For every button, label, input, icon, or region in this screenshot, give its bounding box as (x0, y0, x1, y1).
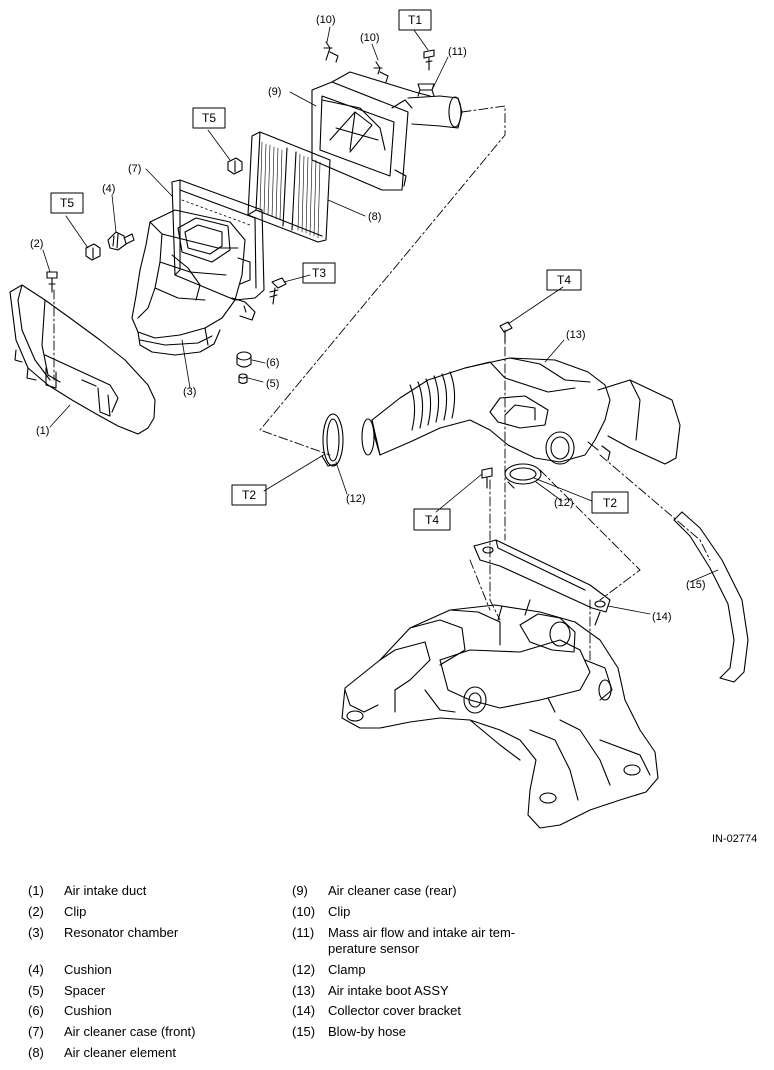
callout-5: (5) (266, 378, 279, 390)
torque-label-t2-left: T2 (242, 488, 256, 502)
callout-10b: (10) (360, 32, 380, 44)
torque-label-t5-left: T5 (60, 196, 74, 210)
torque-label-boxes: T1 T5 T5 T3 T4 T2 T2 T4 (50, 9, 629, 531)
part-air-intake-boot (361, 357, 681, 465)
callout-8: (8) (368, 211, 381, 223)
torque-label-t4-lower: T4 (425, 513, 439, 527)
torque-label-t3: T3 (312, 266, 326, 280)
legend-name: Cushion (64, 1003, 112, 1018)
legend-num: (3) (28, 925, 44, 940)
legend-num: (11) (292, 925, 315, 940)
part-clip-10a (323, 41, 339, 63)
legend-num: (1) (28, 883, 44, 898)
legend-name: Cushion (64, 962, 112, 977)
leader-lines (42, 26, 719, 615)
part-blow-by-hose (673, 511, 749, 683)
part-air-cleaner-case-front (171, 179, 265, 321)
part-cushion-4 (107, 231, 135, 251)
part-clamp-left (321, 413, 344, 467)
assembly-guide-lines (53, 105, 711, 661)
legend-num: (10) (292, 904, 316, 919)
part-clip-2 (46, 271, 58, 293)
legend-num: (9) (292, 883, 308, 898)
legend-right-column: (9) Air cleaner case (rear) (10) Clip (1… (292, 883, 572, 1048)
part-intake-manifold (341, 599, 659, 829)
legend-name: Air intake boot ASSY (328, 983, 449, 998)
torque-box-t2-left: T2 (231, 484, 267, 506)
legend-num: (4) (28, 962, 44, 977)
legend-num: (14) (292, 1003, 316, 1018)
callout-12-left: (12) (346, 493, 366, 505)
legend-name: Air intake duct (64, 883, 147, 898)
callout-6: (6) (266, 357, 279, 369)
callout-4: (4) (102, 183, 115, 195)
legend-name-continued: perature sensor (328, 941, 420, 956)
legend-num: (15) (292, 1024, 316, 1039)
part-air-cleaner-element (247, 131, 331, 243)
legend-left-column: (1) Air intake duct (2) Clip (3) Resonat… (28, 883, 278, 1063)
legend-name: Air cleaner case (front) (64, 1024, 196, 1039)
callout-7: (7) (128, 163, 141, 175)
callout-3: (3) (183, 386, 196, 398)
figure-id: IN-02774 (712, 833, 758, 845)
callout-9: (9) (268, 86, 281, 98)
legend-name: Clamp (328, 962, 366, 977)
legend-name: Collector cover bracket (328, 1003, 461, 1018)
part-air-cleaner-case-rear (311, 71, 431, 191)
part-clamp-right (504, 463, 542, 489)
part-maf-sensor (407, 83, 463, 129)
legend-num: (12) (292, 962, 316, 977)
torque-box-t4-upper: T4 (546, 269, 582, 291)
legend-name: Spacer (64, 983, 106, 998)
callout-10a: (10) (316, 14, 336, 26)
callout-labels: (10) (10) (11) (9) (7) (4) (2) (8) (6) (… (30, 14, 706, 623)
part-spacer (238, 373, 248, 385)
torque-box-t3: T3 (302, 262, 336, 284)
exploded-parts-diagram: T1 T5 T5 T3 T4 T2 T2 T4 (9, 9, 749, 829)
part-resonator-chamber (131, 209, 246, 356)
torque-box-t5-left: T5 (50, 192, 84, 214)
legend-name: Mass air flow and intake air tem- (328, 925, 516, 940)
legend-name: Clip (328, 904, 351, 919)
part-cushion-6 (236, 351, 252, 368)
legend-num: (13) (292, 983, 316, 998)
torque-box-t1: T1 (398, 9, 432, 31)
part-bolt-t4-lower (481, 467, 493, 489)
callout-12-right: (12) (554, 497, 574, 509)
torque-label-t2-right: T2 (603, 496, 617, 510)
torque-box-t5-upper: T5 (192, 107, 226, 129)
legend-num: (2) (28, 904, 44, 919)
callout-15: (15) (686, 579, 706, 591)
legend-name: Air cleaner element (64, 1045, 176, 1060)
torque-label-t4-upper: T4 (557, 273, 571, 287)
part-clip-10b (373, 61, 389, 83)
part-bolt-t3 (269, 277, 287, 305)
legend-num: (5) (28, 983, 44, 998)
legend-num: (8) (28, 1045, 44, 1060)
callout-14: (14) (652, 611, 672, 623)
legend-name: Air cleaner case (rear) (328, 883, 457, 898)
part-screw-t1 (423, 49, 435, 71)
legend-name: Resonator chamber (64, 925, 179, 940)
part-air-intake-duct (9, 284, 156, 435)
callout-2: (2) (30, 238, 43, 250)
torque-label-t1: T1 (408, 13, 422, 27)
legend-name: Blow-by hose (328, 1024, 407, 1039)
legend-num: (7) (28, 1024, 44, 1039)
callout-11: (11) (448, 46, 467, 58)
callout-1: (1) (36, 425, 49, 437)
part-collector-cover-bracket (473, 539, 611, 613)
part-bolt-t4-top (499, 321, 513, 343)
torque-box-t2-right: T2 (591, 491, 629, 514)
part-nut-left (85, 243, 101, 261)
torque-label-t5-upper: T5 (202, 111, 216, 125)
legend-name: Clip (64, 904, 87, 919)
part-nut-upper (227, 157, 243, 175)
legend-num: (6) (28, 1003, 44, 1018)
torque-box-t4-lower: T4 (413, 508, 451, 531)
callout-13: (13) (566, 329, 586, 341)
